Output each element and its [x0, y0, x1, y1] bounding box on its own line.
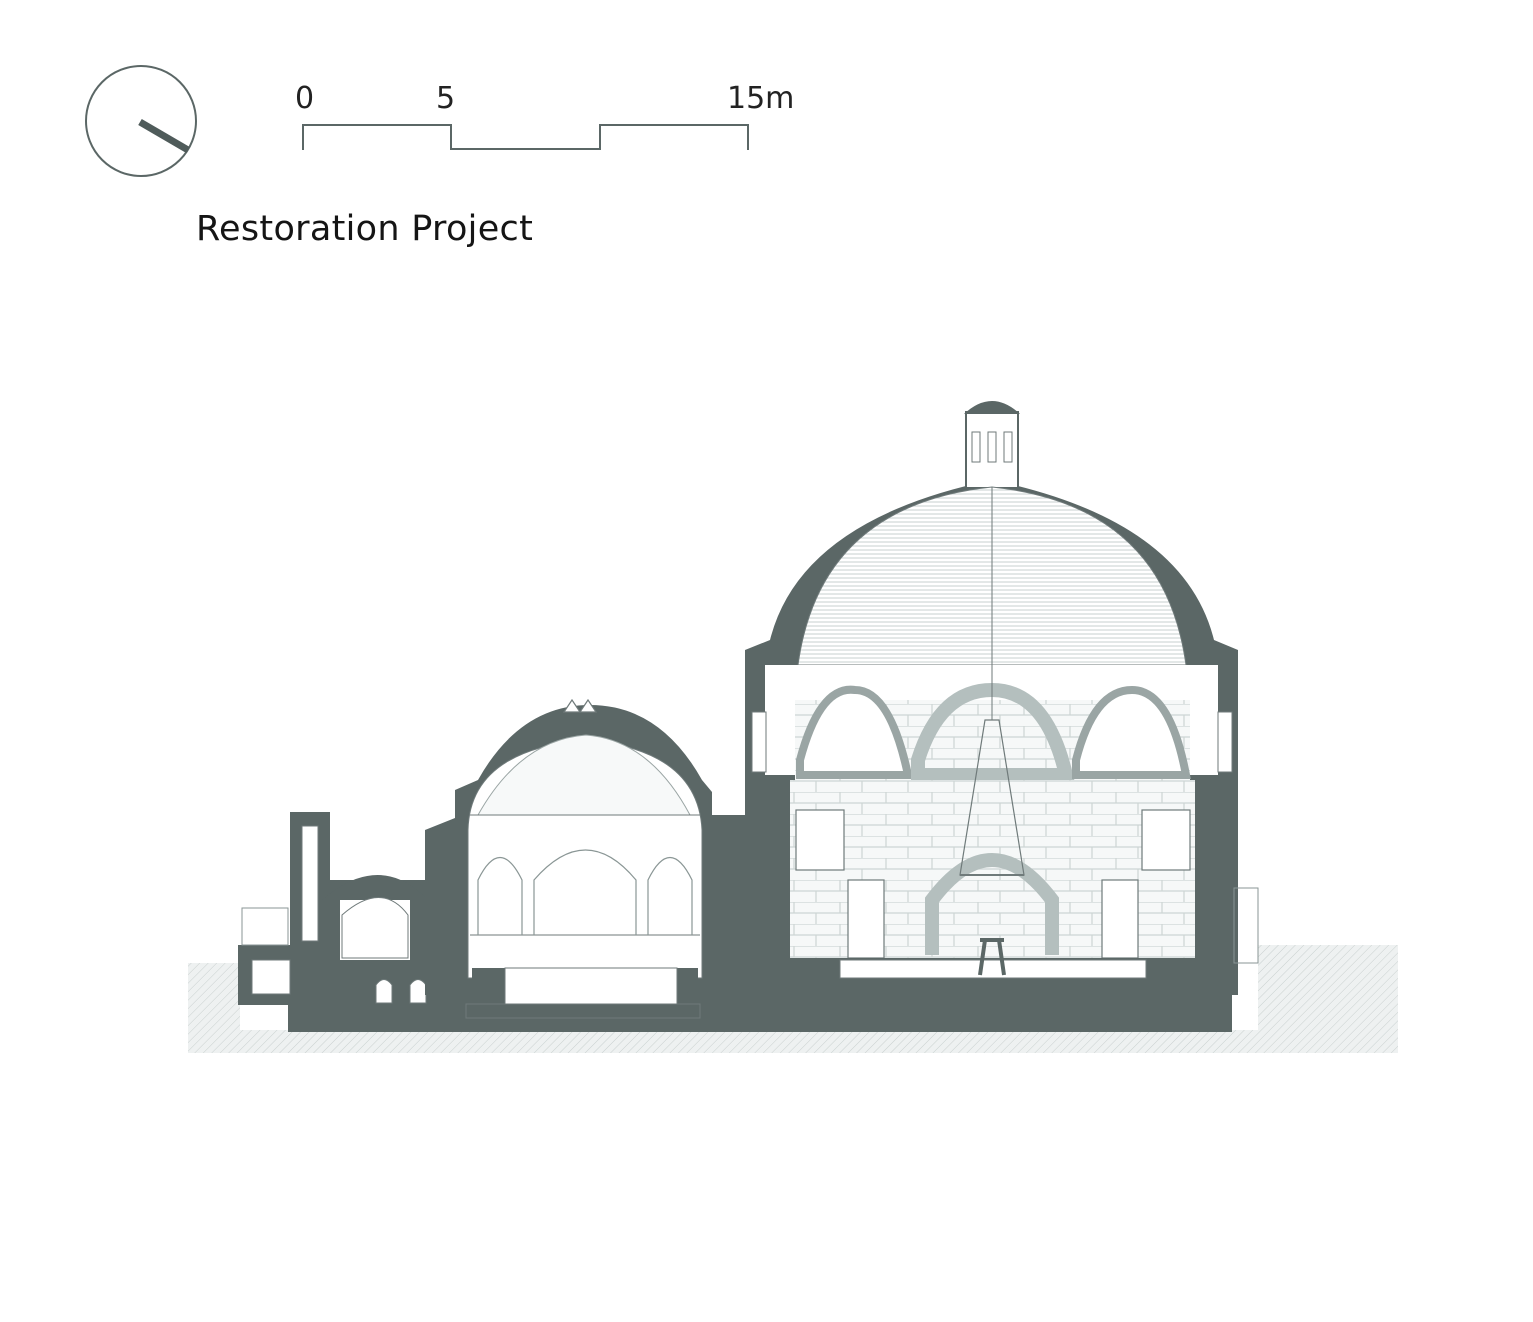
north-arrow-circle — [85, 65, 197, 177]
scale-bar-line — [302, 124, 749, 150]
scale-bar: 0 5 15m — [290, 80, 810, 160]
scale-tick-15m: 15m — [727, 81, 795, 116]
scale-tick-0: 0 — [295, 81, 315, 116]
main-hall — [745, 401, 1238, 995]
scale-tick-5: 5 — [436, 81, 456, 116]
north-arrow-icon — [85, 65, 197, 177]
north-arrow-needle — [138, 118, 190, 154]
left-annex-openings — [251, 825, 427, 1004]
right-railing — [1233, 887, 1259, 964]
drawing-title: Restoration Project — [196, 209, 534, 249]
left-railing — [241, 907, 289, 946]
middle-chamber — [425, 698, 770, 1019]
foundation-slab — [288, 995, 1232, 1032]
ground — [188, 945, 1398, 1053]
